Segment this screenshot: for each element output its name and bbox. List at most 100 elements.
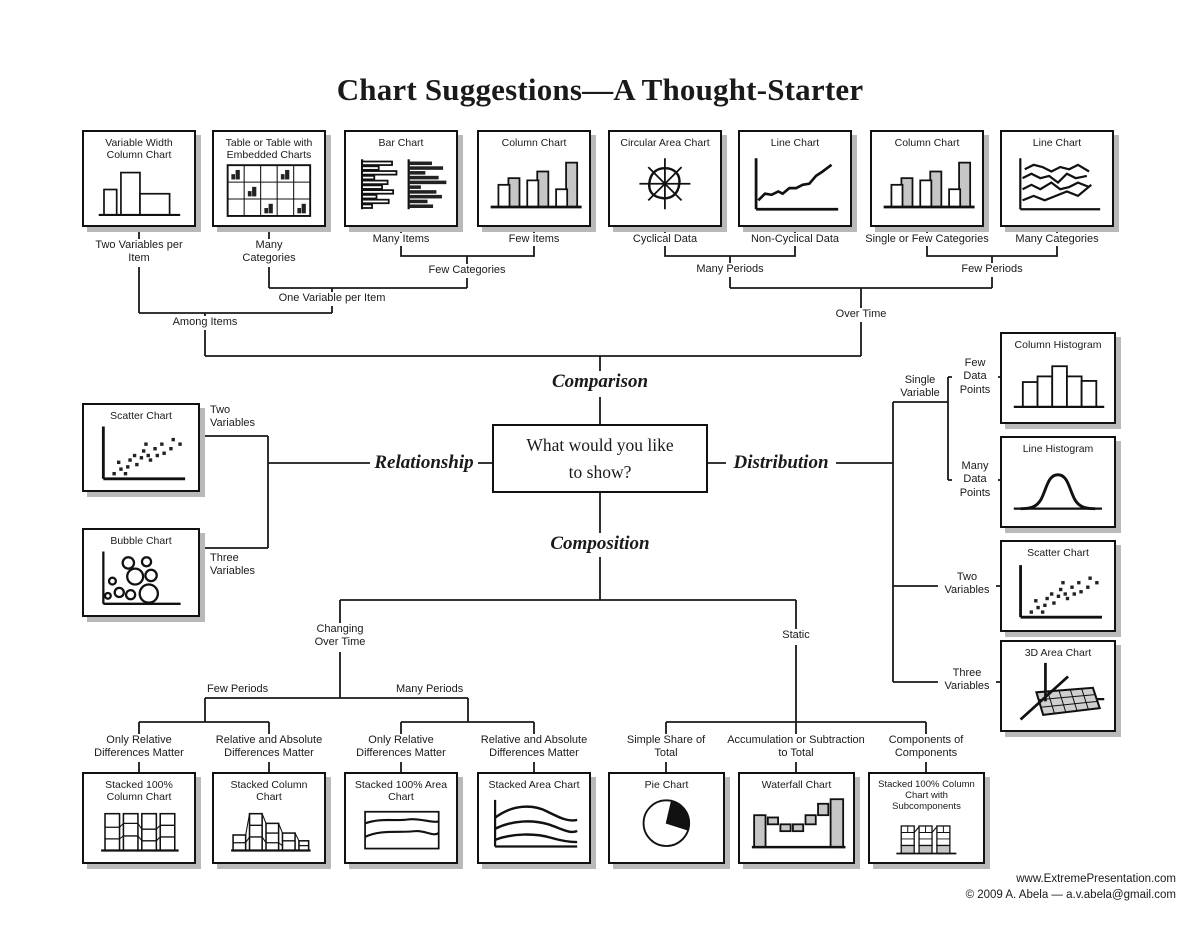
label-non-cyclical-data: Non-Cyclical Data: [750, 233, 840, 245]
chart-box-title: Stacked Column Chart: [230, 779, 308, 804]
composition-tree-lines: [138, 493, 927, 772]
label-few-categories: Few Categories: [428, 264, 506, 276]
chart-box-line-histogram: Line Histogram: [1000, 436, 1116, 528]
chart-box-title: Stacked 100% Column Chart with Subcompon…: [878, 779, 975, 813]
distribution-tree-lines: [708, 376, 1000, 683]
chart-box-3d-area: 3D Area Chart: [1000, 640, 1116, 732]
chart-box-scatter-right: Scatter Chart: [1000, 540, 1116, 632]
chart-box-bar: Bar Chart: [344, 130, 458, 227]
label-simple-share-of-total: Simple Share of Total: [626, 734, 706, 760]
label-three-variables-left: Three Variables: [210, 552, 256, 578]
label-relative-absolute-many: Relative and Absolute Differences Matter: [480, 734, 588, 760]
label-static: Static: [782, 629, 810, 641]
multi-line-chart-icon: [1019, 158, 1101, 211]
pie-chart-icon: [642, 799, 691, 848]
chart-box-title: Stacked Area Chart: [488, 779, 580, 791]
chart-box-title: Line Chart: [1032, 137, 1082, 149]
label-two-variables-per-item: Two Variables per Item: [95, 239, 183, 265]
label-few-periods-bottom: Few Periods: [207, 683, 269, 695]
chart-box-waterfall: Waterfall Chart: [738, 772, 855, 864]
scatter-plot-icon: [1019, 565, 1103, 619]
circular-area-chart-icon: [639, 158, 691, 210]
label-many-periods-bottom: Many Periods: [396, 683, 464, 695]
page-title: Chart Suggestions—A Thought-Starter: [336, 72, 864, 107]
chart-box-column-few-items: Column Chart: [477, 130, 591, 227]
chart-box-title: Column Chart: [894, 137, 960, 149]
grouped-column-chart-icon: [883, 162, 975, 209]
chart-box-title: Table or Table with Embedded Charts: [225, 137, 313, 162]
label-many-items: Many Items: [372, 233, 430, 245]
label-cyclical-data: Cyclical Data: [632, 233, 698, 245]
branch-comparison: Comparison: [551, 371, 649, 392]
label-few-periods: Few Periods: [961, 263, 1023, 275]
chart-box-title: Line Histogram: [1022, 443, 1094, 455]
scatter-plot-icon: [102, 426, 186, 481]
label-many-categories-right: Many Categories: [1015, 233, 1099, 245]
label-three-variables-right: Three Variables: [938, 667, 996, 694]
chart-box-title: Stacked 100% Area Chart: [354, 779, 448, 804]
label-among-items: Among Items: [172, 316, 238, 328]
label-over-time: Over Time: [835, 308, 887, 320]
chart-box-stacked-100-subcomponents: Stacked 100% Column Chart with Subcompon…: [868, 772, 985, 864]
table-embedded-charts-icon: [226, 163, 312, 217]
label-many-data-points: Many Data Points: [952, 460, 998, 501]
bubble-chart-icon: [102, 551, 181, 606]
label-only-relative-many: Only Relative Differences Matter: [356, 734, 446, 760]
chart-box-scatter: Scatter Chart: [82, 403, 200, 492]
chart-box-stacked-area: Stacked Area Chart: [477, 772, 591, 864]
chart-box-stacked-100-column: Stacked 100% Column Chart: [82, 772, 196, 864]
chart-box-title: Bar Chart: [378, 137, 424, 149]
relationship-tree-lines: [200, 435, 492, 549]
stacked-100-column-subcomponents-icon: [896, 824, 957, 855]
label-many-periods: Many Periods: [696, 263, 764, 275]
chart-box-line-noncyclical: Line Chart: [738, 130, 852, 227]
branch-relationship: Relationship: [374, 452, 474, 473]
label-two-variables-right: Two Variables: [938, 571, 996, 598]
label-few-items: Few Items: [508, 233, 560, 245]
label-accumulation-or-subtraction: Accumulation or Subtraction to Total: [727, 734, 865, 760]
variable-width-column-chart-icon: [98, 171, 181, 216]
label-few-data-points: Few Data Points: [952, 357, 998, 398]
chart-box-title: Pie Chart: [644, 779, 689, 791]
chart-box-title: 3D Area Chart: [1024, 647, 1092, 659]
branch-composition: Composition: [550, 533, 650, 554]
label-single-or-few-categories: Single or Few Categories: [865, 233, 989, 245]
chart-box-column-histogram: Column Histogram: [1000, 332, 1116, 424]
chart-box-bubble: Bubble Chart: [82, 528, 200, 617]
chart-box-title: Bubble Chart: [110, 535, 172, 547]
chart-box-title: Circular Area Chart: [620, 137, 710, 149]
branch-distribution: Distribution: [733, 452, 829, 473]
credit-website: www.ExtremePresentation.com: [1016, 873, 1176, 885]
label-single-variable: Single Variable: [900, 374, 940, 400]
central-question-text: What would you like to show?: [526, 435, 674, 482]
line-histogram-icon: [1013, 473, 1103, 511]
label-relative-absolute-few: Relative and Absolute Differences Matter: [215, 734, 323, 760]
chart-box-title: Variable Width Column Chart: [105, 137, 173, 162]
stacked-column-chart-icon: [231, 812, 311, 852]
grouped-column-chart-icon: [490, 162, 582, 209]
stacked-area-chart-icon: [494, 800, 578, 848]
credits: www.ExtremePresentation.com © 2009 A. Ab…: [966, 872, 1176, 903]
chart-box-title: Line Chart: [770, 137, 820, 149]
chart-box-stacked-column: Stacked Column Chart: [212, 772, 326, 864]
central-question-box: What would you like to show?: [492, 424, 708, 493]
bar-chart-icon: [361, 159, 447, 210]
label-components-of-components: Components of Components: [888, 734, 964, 760]
chart-box-title: Column Chart: [501, 137, 567, 149]
3d-area-chart-icon: [1019, 663, 1105, 721]
chart-box-column-single-few: Column Chart: [870, 130, 984, 227]
label-one-variable-per-item: One Variable per Item: [278, 292, 386, 304]
chart-box-title: Scatter Chart: [110, 410, 172, 422]
label-many-categories: Many Categories: [242, 239, 296, 265]
waterfall-chart-icon: [751, 798, 846, 849]
credit-copyright: © 2009 A. Abela — a.v.abela@gmail.com: [965, 888, 1176, 901]
label-changing-over-time: Changing Over Time: [314, 623, 366, 649]
line-chart-icon: [754, 158, 839, 211]
label-two-variables-left: Two Variables: [210, 404, 256, 430]
stacked-100-area-chart-icon: [364, 810, 440, 850]
chart-box-stacked-100-area: Stacked 100% Area Chart: [344, 772, 458, 864]
stacked-100-column-chart-icon: [101, 812, 179, 852]
chart-box-line-many-categories: Line Chart: [1000, 130, 1114, 227]
